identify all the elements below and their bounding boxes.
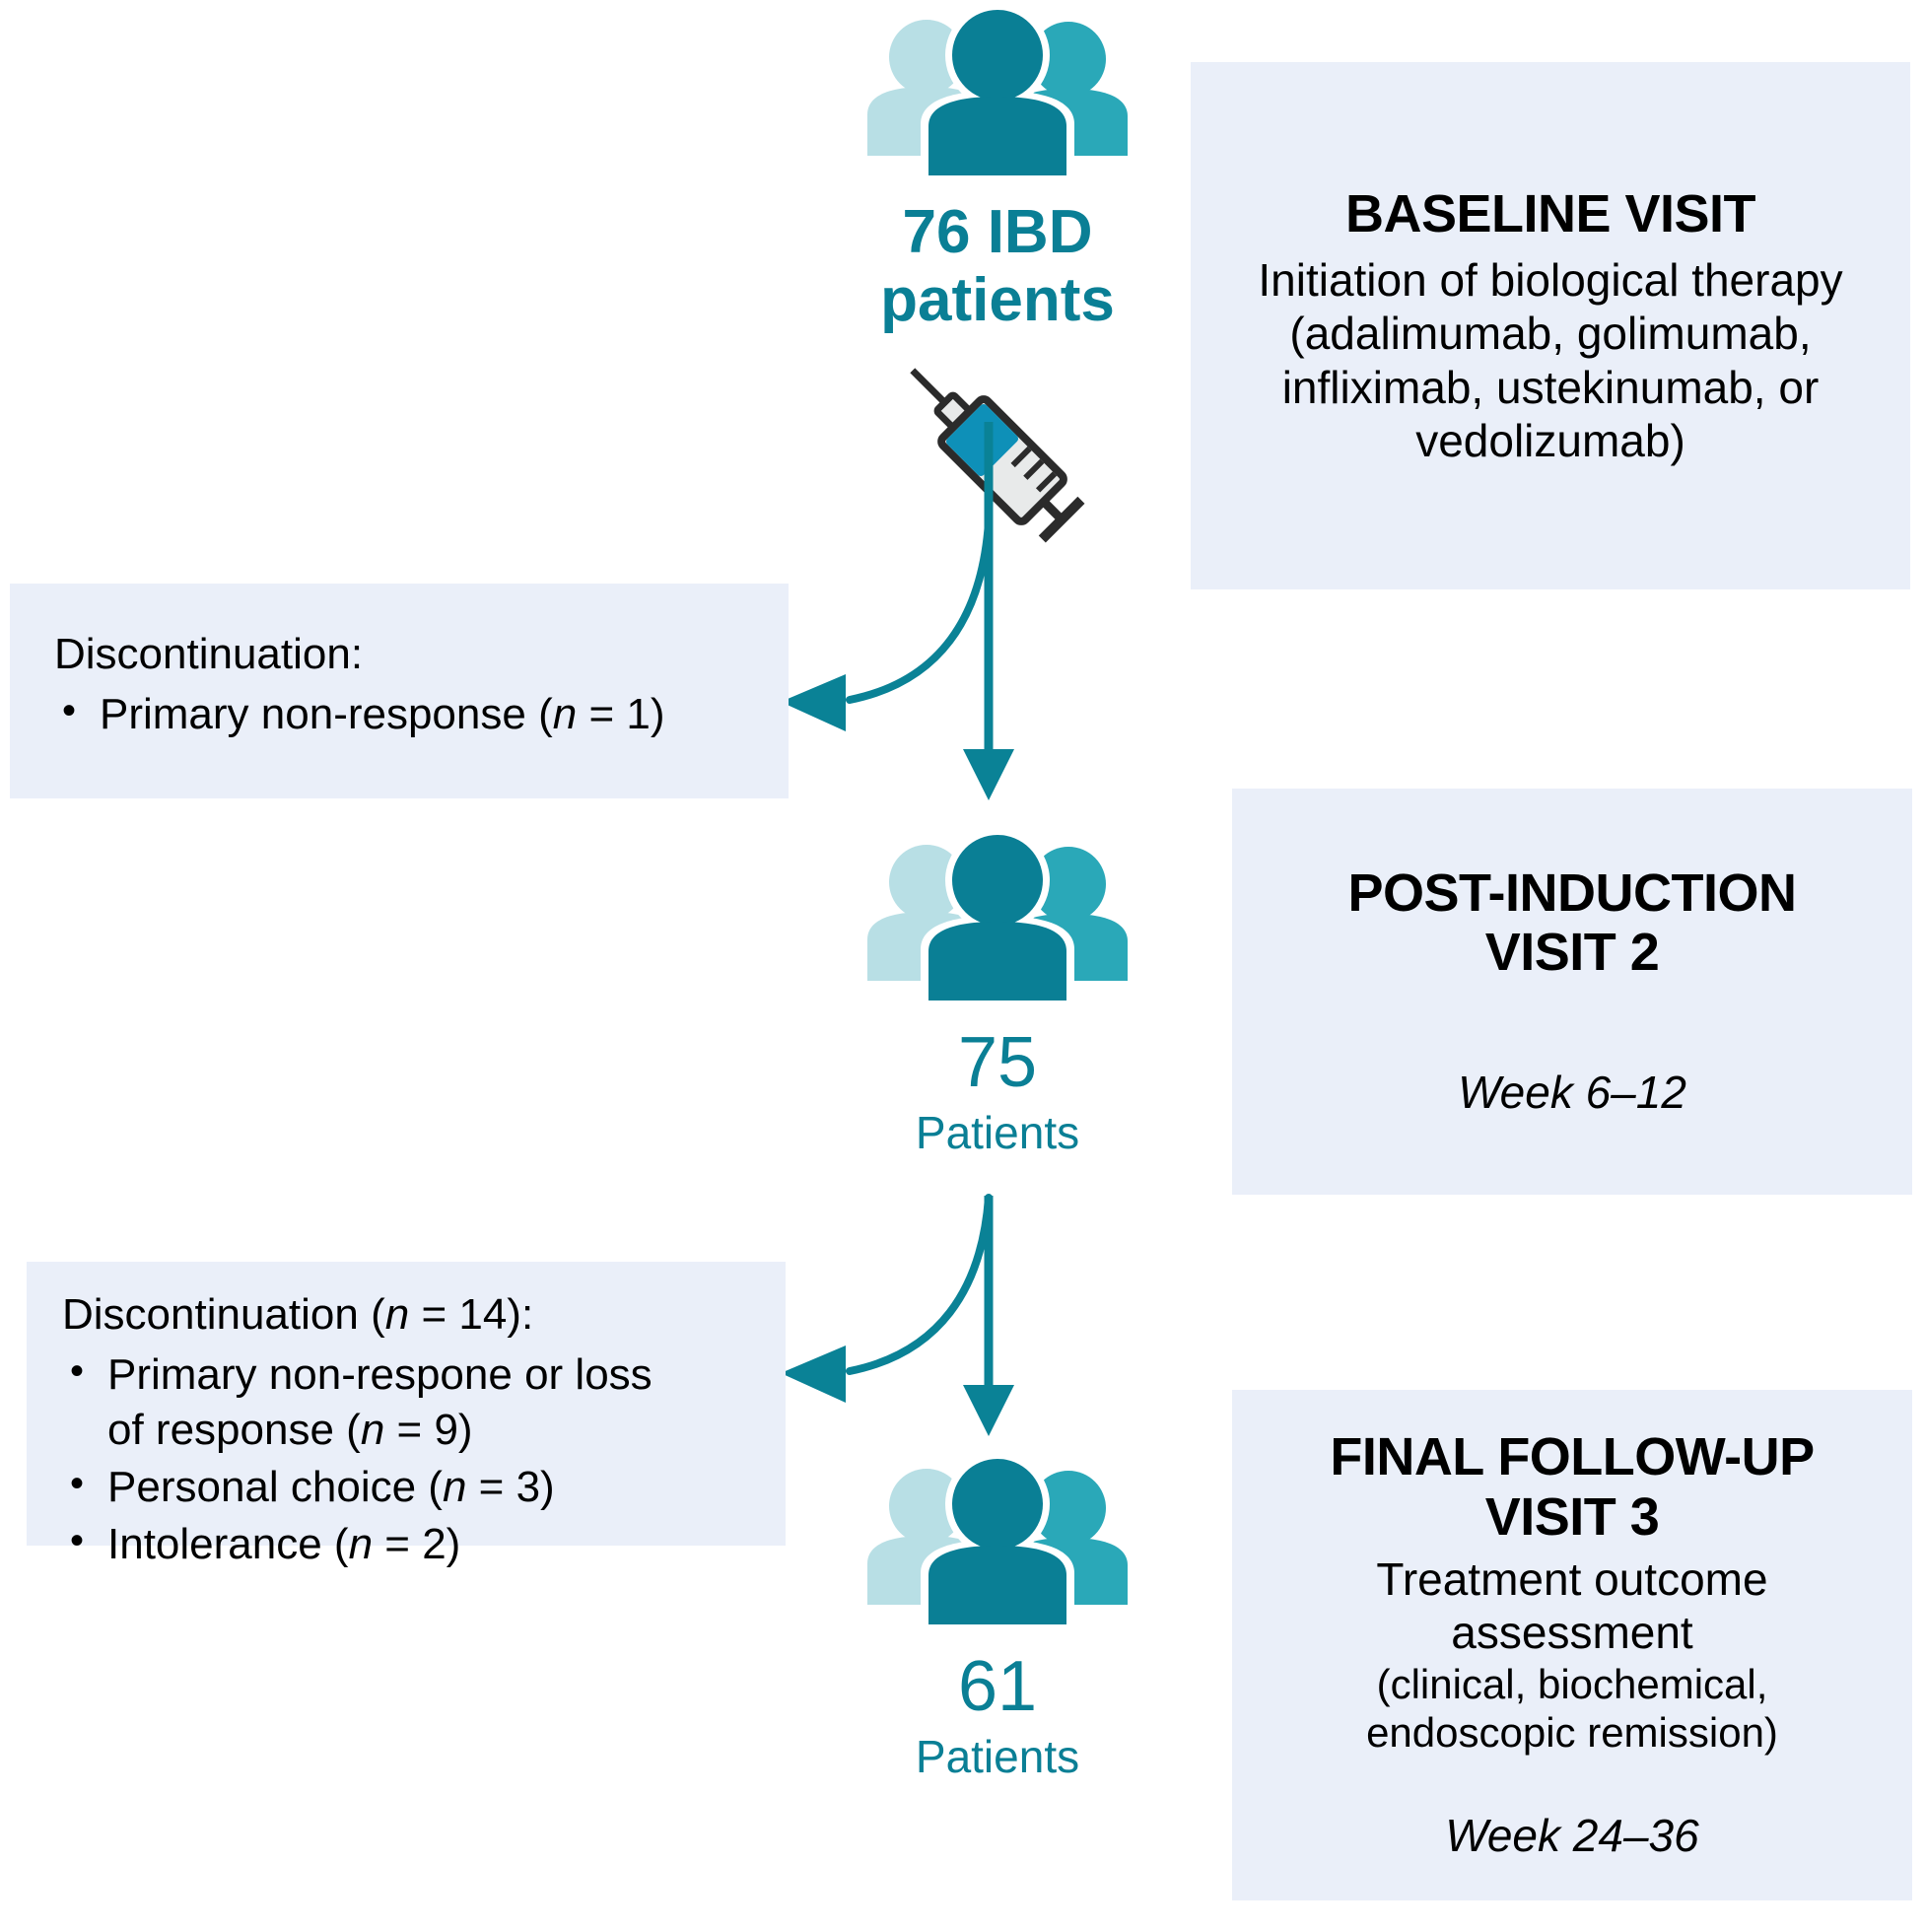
post-induction-title-line2: VISIT 2 <box>1484 923 1660 983</box>
list-item-italic-n: n <box>360 1405 385 1454</box>
post-induction-visit-panel: POST-INDUCTION VISIT 2 Week 6–12 <box>1232 789 1912 1195</box>
heading-text-after: = 14): <box>409 1290 534 1339</box>
list-item: Intolerance (n = 2) <box>62 1515 770 1572</box>
node-top-count: 76 IBD <box>902 198 1093 266</box>
discontinuation-2-list: Primary non-respone or loss of response (… <box>62 1346 770 1572</box>
list-item-line2-after: = 3) <box>466 1462 555 1511</box>
final-followup-title-line2: VISIT 3 <box>1484 1486 1660 1547</box>
discontinuation-2-heading: Discontinuation (n = 14): <box>62 1287 770 1342</box>
final-followup-visit-panel: FINAL FOLLOW-UP VISIT 3 Treatment outcom… <box>1232 1390 1912 1900</box>
heading-text-before: Discontinuation ( <box>62 1290 385 1339</box>
node-top-label: patients <box>880 266 1115 335</box>
final-followup-sub-line4: endoscopic remission) <box>1366 1709 1778 1757</box>
list-item: Primary non-respone or loss of response (… <box>62 1346 770 1458</box>
final-followup-sub-line1: Treatment outcome <box>1376 1553 1768 1606</box>
list-item-italic-n: n <box>442 1462 467 1511</box>
node-middle-count: 75 <box>957 1023 1038 1102</box>
baseline-visit-title: BASELINE VISIT <box>1344 183 1756 243</box>
people-group-icon <box>867 1457 1128 1626</box>
list-item-line1: Primary non-respone or loss <box>107 1350 653 1399</box>
discontinuation-1-list: Primary non-response (n = 1) <box>54 685 769 742</box>
final-followup-sub-line3: (clinical, biochemical, <box>1376 1660 1768 1707</box>
syringe-icon <box>872 350 1109 547</box>
final-followup-sub-line2: assessment <box>1451 1607 1693 1659</box>
baseline-visit-line2: (adalimumab, golimumab, <box>1289 308 1812 360</box>
final-followup-title-line1: FINAL FOLLOW-UP <box>1330 1427 1815 1487</box>
list-item-text-after: = 1) <box>577 690 665 738</box>
list-item-line2-after: = 9) <box>384 1405 473 1454</box>
final-followup-week: Week 24–36 <box>1445 1809 1699 1861</box>
list-item-line2-before: Intolerance ( <box>107 1519 349 1568</box>
node-top-group: 76 IBD patients <box>850 8 1145 335</box>
post-induction-title-line1: POST-INDUCTION <box>1347 862 1797 923</box>
discontinuation-panel-2: Discontinuation (n = 14): Primary non-re… <box>27 1262 786 1568</box>
node-bottom-group: 61 Patients <box>850 1457 1145 1782</box>
baseline-visit-line1: Initiation of biological therapy <box>1258 254 1843 307</box>
discontinuation-panel-1: Discontinuation: Primary non-response (n… <box>10 584 789 798</box>
discontinuation-1-heading: Discontinuation: <box>54 630 364 678</box>
node-bottom-label: Patients <box>915 1731 1080 1782</box>
node-middle-label: Patients <box>915 1107 1080 1158</box>
baseline-visit-line3: infliximab, ustekinumab, or <box>1281 361 1820 413</box>
list-item-italic-n: n <box>348 1519 374 1568</box>
curved-arrow-left-2 <box>781 1194 993 1403</box>
heading-italic-n: n <box>384 1290 410 1339</box>
post-induction-week: Week 6–12 <box>1458 1066 1686 1118</box>
arrow-down-1 <box>963 422 1014 800</box>
baseline-visit-panel: BASELINE VISIT Initiation of biological … <box>1191 62 1910 589</box>
list-item: Personal choice (n = 3) <box>62 1458 770 1515</box>
people-group-icon <box>867 8 1128 177</box>
list-item-line2-before: of response ( <box>107 1405 361 1454</box>
list-item-line2-after: = 2) <box>373 1519 461 1568</box>
curved-arrow-left-1 <box>781 518 993 731</box>
list-item-text-before: Primary non-response ( <box>100 690 553 738</box>
list-item-italic-n: n <box>552 690 578 738</box>
node-bottom-count: 61 <box>957 1647 1038 1726</box>
people-group-icon <box>867 833 1128 1002</box>
node-middle-group: 75 Patients <box>850 833 1145 1158</box>
list-item: Primary non-response (n = 1) <box>54 685 769 742</box>
baseline-visit-line4: vedolizumab) <box>1415 415 1685 466</box>
list-item-line2-before: Personal choice ( <box>107 1462 443 1511</box>
